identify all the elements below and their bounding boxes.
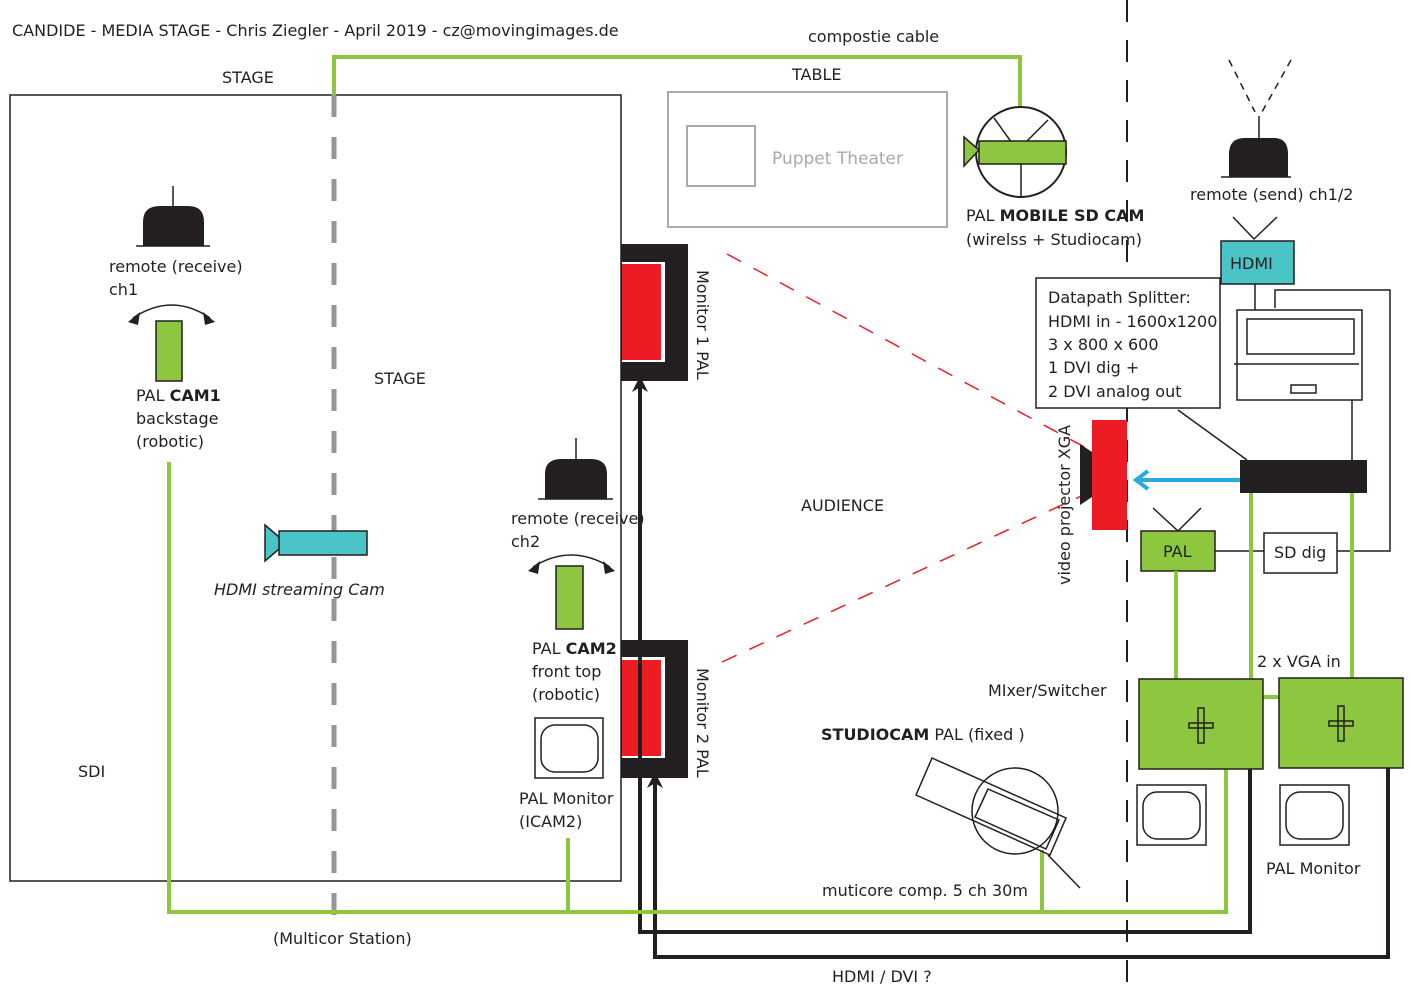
pal-box-label: PAL xyxy=(1163,542,1192,561)
monitor1-icon xyxy=(621,244,688,381)
splitter-line-3: 3 x 800 x 600 xyxy=(1048,335,1159,354)
splitter-line-2: HDMI in - 1600x1200 xyxy=(1048,312,1217,331)
splitter-line-4: 1 DVI dig + xyxy=(1048,358,1139,377)
mobile-sd-cam-icon xyxy=(963,106,1067,198)
cam1-icon xyxy=(155,320,183,382)
cam2-type: (robotic) xyxy=(532,685,600,704)
stage-top-label: STAGE xyxy=(222,68,274,87)
sd-dig-label: SD dig xyxy=(1274,543,1326,562)
remote-ch2-label: remote (receive) xyxy=(511,509,645,528)
remote-receiver-ch1-icon xyxy=(136,186,210,247)
monitor2-icon xyxy=(621,640,688,778)
puppet-theater-box xyxy=(686,125,756,187)
pal-receiver-box xyxy=(1140,530,1216,572)
pal-monitor-cam2-label: PAL Monitor xyxy=(519,789,614,808)
splitter-info-box xyxy=(1035,277,1221,409)
cam2-icon xyxy=(555,565,584,630)
hdmi-dvi-cable-2 xyxy=(647,767,1390,959)
pal-antenna-icon xyxy=(1152,507,1202,533)
multicore-cable xyxy=(167,462,1228,914)
pal-monitor-right-label: PAL Monitor xyxy=(1266,859,1361,878)
monitor1-label: Monitor 1 PAL xyxy=(693,270,712,380)
hdmi-antenna-icon xyxy=(1232,216,1278,241)
pal-monitor-1-icon xyxy=(1136,784,1207,846)
multicore-label: muticore comp. 5 ch 30m xyxy=(822,881,1028,900)
blue-arrow-icon xyxy=(1132,469,1150,491)
splitter-line-1: Datapath Splitter: xyxy=(1048,288,1191,307)
sd-dig-box xyxy=(1263,532,1338,574)
streaming-cam-label: HDMI streaming Cam xyxy=(214,580,385,599)
studiocam-icon xyxy=(915,757,1081,889)
hdmi-dvi-cable-1 xyxy=(632,376,1252,934)
composite-cable-label: compostie cable xyxy=(808,27,939,46)
cam2-pan-arrow-icon xyxy=(528,554,615,574)
cam2-location: front top xyxy=(532,662,601,681)
remote-sender-icon xyxy=(1221,59,1292,178)
fader-icon xyxy=(1337,705,1345,742)
splitter-callout-line xyxy=(1177,409,1248,461)
composite-cable xyxy=(332,55,1022,108)
projector-label: video projector XGA xyxy=(1055,425,1074,585)
stage-area xyxy=(9,94,622,882)
cam1-location: backstage xyxy=(136,409,218,428)
projector-lens-icon xyxy=(1080,444,1092,505)
computer-icon xyxy=(1234,284,1363,401)
mixer-switcher-label: MIxer/Switcher xyxy=(988,681,1107,700)
mixer-1 xyxy=(1138,678,1264,770)
table-label: TABLE xyxy=(791,65,841,84)
remote-ch1-label: remote (receive) xyxy=(109,257,243,276)
studiocam-label: STUDIOCAM PAL (fixed ) xyxy=(821,725,1025,744)
pal-monitor-cam2-icon xyxy=(534,717,604,779)
stage-inner-label: STAGE xyxy=(374,369,426,388)
table-area xyxy=(667,91,948,228)
remote-receiver-ch2-icon xyxy=(538,438,613,500)
monitor2-label: Monitor 2 PAL xyxy=(693,668,712,778)
cam2-label: PAL CAM2 xyxy=(532,639,617,658)
diagram-title: CANDIDE - MEDIA STAGE - Chris Ziegler - … xyxy=(12,21,619,40)
pal-monitor-cam2-sublabel: (ICAM2) xyxy=(519,812,582,831)
remote-send-label: remote (send) ch1/2 xyxy=(1190,185,1353,204)
mobile-cam-label: PAL MOBILE SD CAM xyxy=(966,206,1144,225)
hdmi-box-label: HDMI xyxy=(1230,254,1273,273)
mobile-cam-sublabel: (wirelss + Studiocam) xyxy=(966,230,1142,249)
fader-icon xyxy=(1197,707,1205,744)
sdi-label: SDI xyxy=(78,762,105,781)
projection-beam-top xyxy=(726,253,1091,451)
cam1-type: (robotic) xyxy=(136,432,204,451)
pal-monitor-2-icon xyxy=(1279,784,1350,846)
puppet-theater-label: Puppet Theater xyxy=(772,149,903,169)
computer-to-sd-cable xyxy=(1274,289,1391,552)
cam1-pan-arrow-icon xyxy=(128,304,215,325)
remote-ch1-channel: ch1 xyxy=(109,280,138,299)
hdmi-streaming-cam-icon xyxy=(264,523,368,563)
audience-label: AUDIENCE xyxy=(801,496,884,515)
mixer-2 xyxy=(1278,677,1404,769)
splitter-line-5: 2 DVI analog out xyxy=(1048,382,1181,401)
multicor-station-label: (Multicor Station) xyxy=(273,929,412,948)
hdmi-receiver-box xyxy=(1220,240,1295,285)
vga-in-label: 2 x VGA in xyxy=(1257,652,1341,671)
hdmi-dvi-label: HDMI / DVI ? xyxy=(832,967,932,986)
projection-beam-bottom xyxy=(721,491,1091,663)
remote-ch2-channel: ch2 xyxy=(511,532,540,551)
projector-body xyxy=(1092,420,1127,530)
datapath-splitter-device xyxy=(1240,460,1367,493)
cam1-label: PAL CAM1 xyxy=(136,386,221,405)
